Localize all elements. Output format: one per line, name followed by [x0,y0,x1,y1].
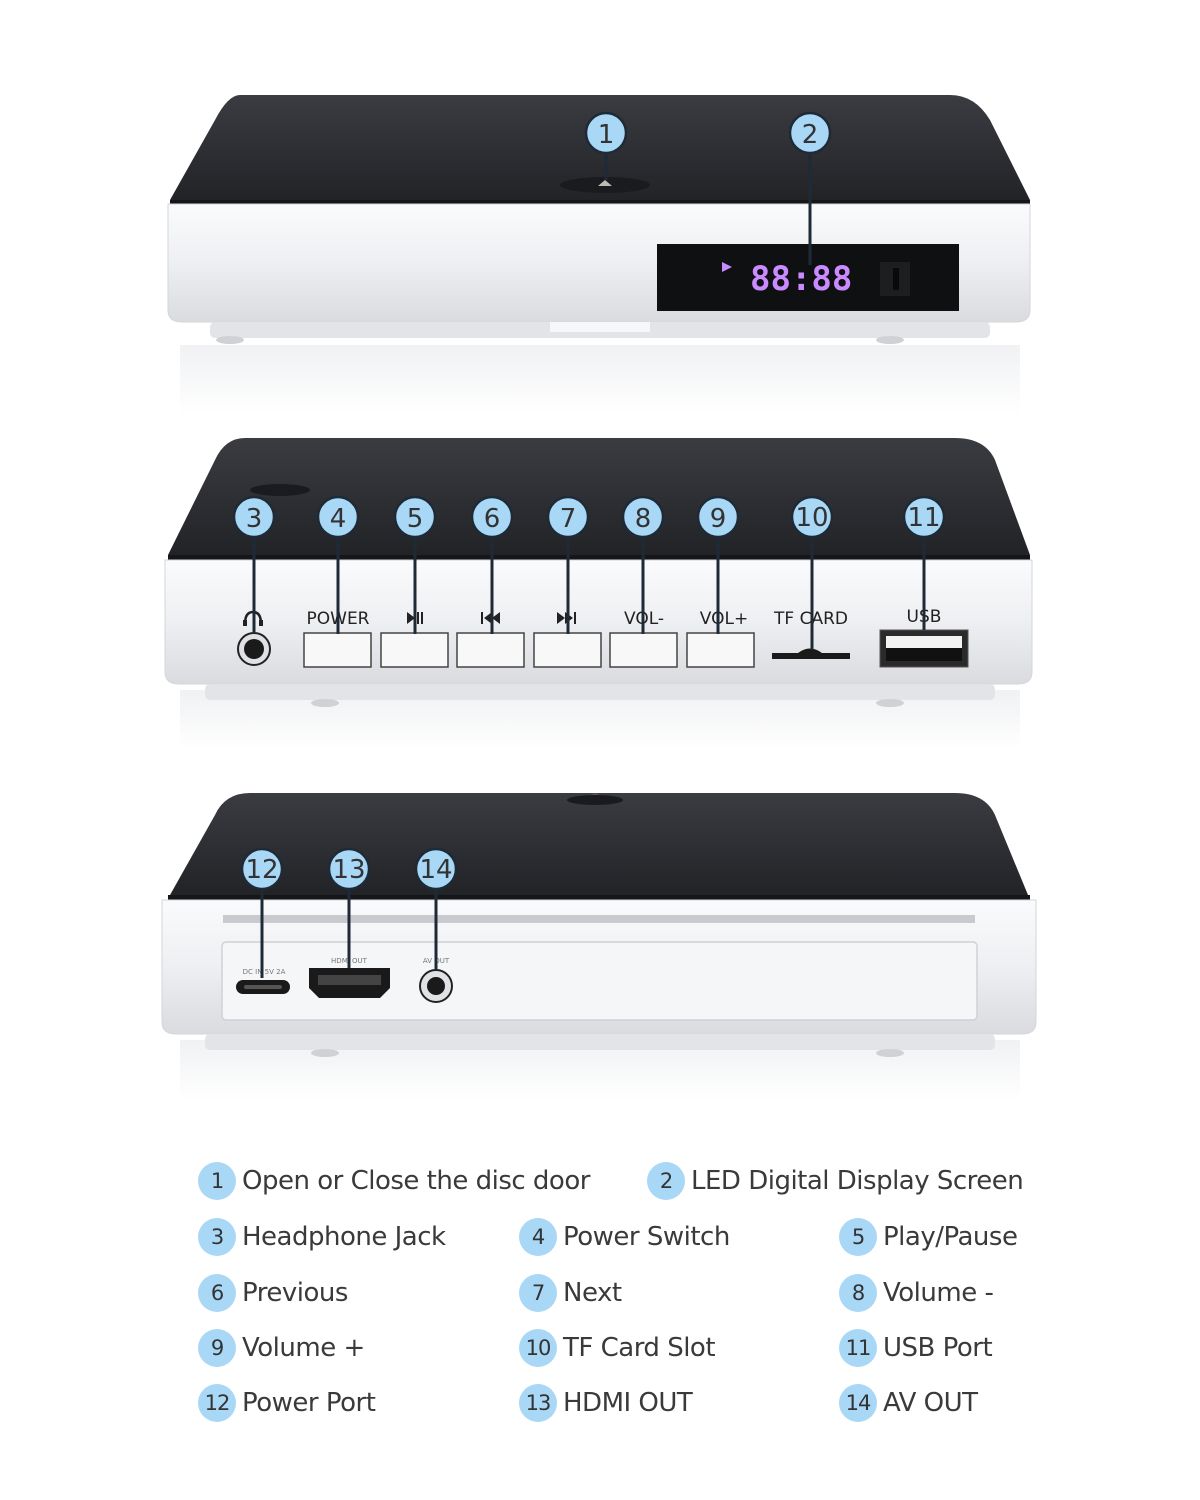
legend-label: Power Port [242,1388,376,1418]
callout-11: 11 [902,495,946,539]
tf-card-slot[interactable] [772,648,850,660]
svg-text:5: 5 [407,504,424,534]
power-button[interactable] [303,632,372,668]
legend-item-1: 1 Open or Close the disc door [198,1161,590,1201]
legend-item-3: 3 Headphone Jack [198,1217,446,1257]
svg-text:12: 12 [245,855,278,885]
dc-in-label: DC IN 5V 2A [243,968,286,976]
headphone-jack[interactable] [237,610,271,666]
legend-label: Headphone Jack [242,1222,446,1252]
legend-label: HDMI OUT [563,1388,693,1418]
svg-text:6: 6 [484,504,501,534]
legend-item-13: 13 HDMI OUT [519,1383,693,1423]
legend-label: Previous [242,1278,348,1308]
svg-text:9: 9 [710,504,727,534]
next-icon [557,612,565,624]
callout-3: 3 [232,495,276,539]
vol-plus-label: VOL+ [700,609,748,629]
legend-item-14: 14 AV OUT [839,1383,978,1423]
svg-text:3: 3 [246,504,263,534]
legend-number: 12 [198,1384,236,1422]
legend-label: Play/Pause [883,1222,1018,1252]
legend-item-6: 6 Previous [198,1273,348,1313]
legend-number: 9 [198,1329,236,1367]
callout-14: 14 [414,847,458,891]
legend-number: 10 [519,1329,557,1367]
legend-item-5: 5 Play/Pause [839,1217,1018,1257]
legend-label: Volume + [242,1333,365,1363]
callout-8: 8 [621,495,665,539]
callout-9: 9 [696,495,740,539]
legend-label: Next [563,1278,622,1308]
legend-label: AV OUT [883,1388,978,1418]
callout-4: 4 [316,495,360,539]
callout-5: 5 [393,495,437,539]
svg-text:14: 14 [419,855,452,885]
device-panel-view: POWER VOL- VOL+ TF CARD USB [164,438,1033,750]
callout-badges: 1 2 3 4 5 6 7 8 [232,111,946,891]
legend-label: TF Card Slot [563,1333,716,1363]
svg-text:13: 13 [332,855,365,885]
legend-item-4: 4 Power Switch [519,1217,730,1257]
legend-label: Open or Close the disc door [242,1166,590,1196]
legend-item-9: 9 Volume + [198,1328,365,1368]
legend-number: 3 [198,1218,236,1256]
svg-text:1: 1 [598,120,615,150]
volume-up-button[interactable] [686,632,755,668]
legend-label: LED Digital Display Screen [691,1166,1024,1196]
svg-text:10: 10 [795,503,828,533]
legend-label: Volume - [883,1278,994,1308]
legend: 1 Open or Close the disc door 2 LED Digi… [0,1150,1200,1440]
callout-1: 1 [584,111,628,155]
legend-number: 6 [198,1274,236,1312]
legend-number: 4 [519,1218,557,1256]
previous-button[interactable] [456,632,525,668]
legend-item-12: 12 Power Port [198,1383,376,1423]
play-pause-icon [407,612,415,624]
legend-item-8: 8 Volume - [839,1273,994,1313]
legend-number: 7 [519,1274,557,1312]
led-display: 88:88 [657,244,959,311]
legend-item-11: 11 USB Port [839,1328,993,1368]
legend-item-7: 7 Next [519,1273,622,1313]
callout-2: 2 [788,111,832,155]
svg-text:4: 4 [330,504,347,534]
legend-number: 5 [839,1218,877,1256]
legend-number: 13 [519,1384,557,1422]
svg-text:2: 2 [802,120,819,150]
callout-10: 10 [790,495,834,539]
legend-item-10: 10 TF Card Slot [519,1328,716,1368]
previous-icon [481,612,483,624]
svg-text:11: 11 [907,503,940,533]
legend-number: 2 [647,1162,685,1200]
svg-text:7: 7 [560,504,577,534]
legend-label: USB Port [883,1333,993,1363]
leader-lines [252,152,926,978]
device-rear-view: DC IN 5V 2A HDMI OUT AV OUT [161,793,1037,1100]
next-button[interactable] [533,632,602,668]
legend-item-2: 2 LED Digital Display Screen [647,1161,1024,1201]
usb-port[interactable] [879,629,969,668]
play-pause-button[interactable] [380,632,449,668]
legend-number: 14 [839,1384,877,1422]
legend-label: Power Switch [563,1222,730,1252]
volume-down-button[interactable] [609,632,678,668]
device-diagram: 88:88 POWER [161,95,1037,1100]
legend-number: 1 [198,1162,236,1200]
legend-number: 11 [839,1329,877,1367]
display-time: 88:88 [750,259,852,299]
callout-12: 12 [240,847,284,891]
callout-13: 13 [327,847,371,891]
callout-7: 7 [546,495,590,539]
legend-number: 8 [839,1274,877,1312]
callout-6: 6 [470,495,514,539]
svg-text:8: 8 [635,504,652,534]
